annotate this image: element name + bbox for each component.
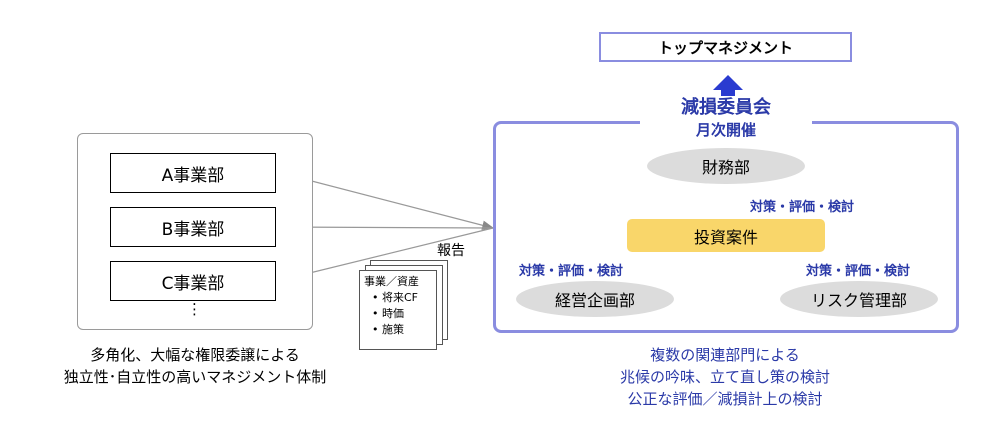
left-caption: 多角化、大幅な権限委譲による 独立性･自立性の高いマネジメント体制: [40, 344, 350, 388]
report-doc-title: 事業／資産: [364, 275, 419, 288]
finance-dept-label: 財務部: [701, 158, 750, 177]
right-caption-line-1: 複数の関連部門による: [650, 346, 800, 364]
line-b-division: [276, 226, 494, 229]
divisions-ellipsis: ⋮: [187, 300, 202, 318]
management-planning-node: 経営企画部: [516, 281, 674, 317]
management-planning-label: 経営企画部: [554, 291, 635, 310]
division-c-box: C事業部: [110, 261, 276, 301]
committee-frequency: 月次開催: [695, 121, 756, 139]
report-doc-item: • 将来CF: [372, 291, 419, 304]
right-caption-line-2: 兆候の吟味、立て直し策の検討: [619, 368, 830, 386]
report-doc-item: • 時価: [372, 307, 404, 320]
report-document: 事業／資産 • 将来CF • 時価 • 施策: [359, 270, 437, 350]
division-b-box: B事業部: [110, 207, 276, 247]
left-caption-line-1: 多角化、大幅な権限委譲による: [90, 346, 300, 364]
line-c-division: [276, 227, 494, 282]
report-doc-item: • 施策: [372, 323, 404, 336]
up-arrow-icon: [713, 75, 743, 98]
risk-management-label: リスク管理部: [810, 291, 907, 310]
left-caption-line-2: 独立性･自立性の高いマネジメント体制: [63, 368, 327, 386]
finance-dept-node: 財務部: [647, 148, 805, 184]
division-a-box: A事業部: [110, 153, 276, 193]
action-label-planning: 対策・評価・検討: [519, 264, 624, 279]
action-label-finance: 対策・評価・検討: [750, 200, 855, 215]
committee-label: 減損委員会 月次開催: [640, 96, 812, 144]
investment-node: 投資案件: [627, 219, 825, 252]
line-a-division: [276, 171, 495, 230]
action-label-risk: 対策・評価・検討: [806, 264, 911, 279]
right-caption: 複数の関連部門による 兆候の吟味、立て直し策の検討 公正な評価／減損計上の検討: [560, 344, 890, 410]
risk-management-node: リスク管理部: [780, 281, 938, 317]
right-caption-line-3: 公正な評価／減損計上の検討: [627, 390, 823, 408]
top-management-box: トップマネジメント: [599, 32, 852, 62]
committee-name: 減損委員会: [681, 97, 771, 118]
report-label: 報告: [437, 243, 465, 259]
